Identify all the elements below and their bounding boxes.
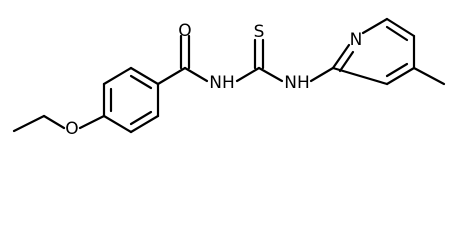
bond-carbonyl-nh [183, 66, 209, 83]
atom-labels: O O NH S NH N [65, 21, 362, 139]
bond-nh-pyridine [309, 66, 335, 83]
bond-methyl [412, 66, 446, 86]
bond-ethyl-ch2-o [42, 114, 66, 130]
bond-pyridine-c2-n [331, 43, 351, 70]
bond-pyridine-c4-c3 [385, 66, 416, 86]
bond-benzene-3 [129, 66, 160, 86]
molecule-structure: O O NH S NH N [12, 17, 446, 139]
bond-benzene-3-inner [129, 74, 153, 90]
bond-aryl-carbonyl [156, 66, 187, 86]
bonds [12, 17, 446, 134]
bond-benzene-5-inner [129, 110, 153, 126]
bond-pyridine-c2-n-inner [338, 50, 355, 73]
bond-nh-thiocarbonyl [235, 66, 261, 83]
atom-nitrogen-pyridine: N [350, 30, 363, 50]
atom-oxygen-carbonyl: O [178, 21, 191, 41]
atom-sulfur: S [254, 22, 265, 42]
bond-o-aryl [78, 114, 106, 130]
bond-pyridine-n-c6 [361, 17, 389, 35]
bond-benzene-6 [102, 114, 133, 134]
bond-thiocarbonyl-nh [257, 66, 284, 83]
bond-ethyl-ch3 [12, 114, 46, 133]
atom-nitrogen-thioamide: NH [284, 73, 310, 93]
atom-nitrogen-amide: NH [209, 73, 235, 93]
bond-pyridine-c6-c5 [385, 17, 416, 38]
bond-pyridine-c6-c5-inner [385, 25, 409, 42]
atom-oxygen-ether: O [65, 119, 78, 139]
bond-benzene-5 [129, 114, 160, 134]
bond-pyridine-c4-c3-inner [385, 62, 409, 78]
bond-pyridine-c3-c2 [331, 66, 389, 86]
bond-benzene-2 [102, 66, 133, 86]
